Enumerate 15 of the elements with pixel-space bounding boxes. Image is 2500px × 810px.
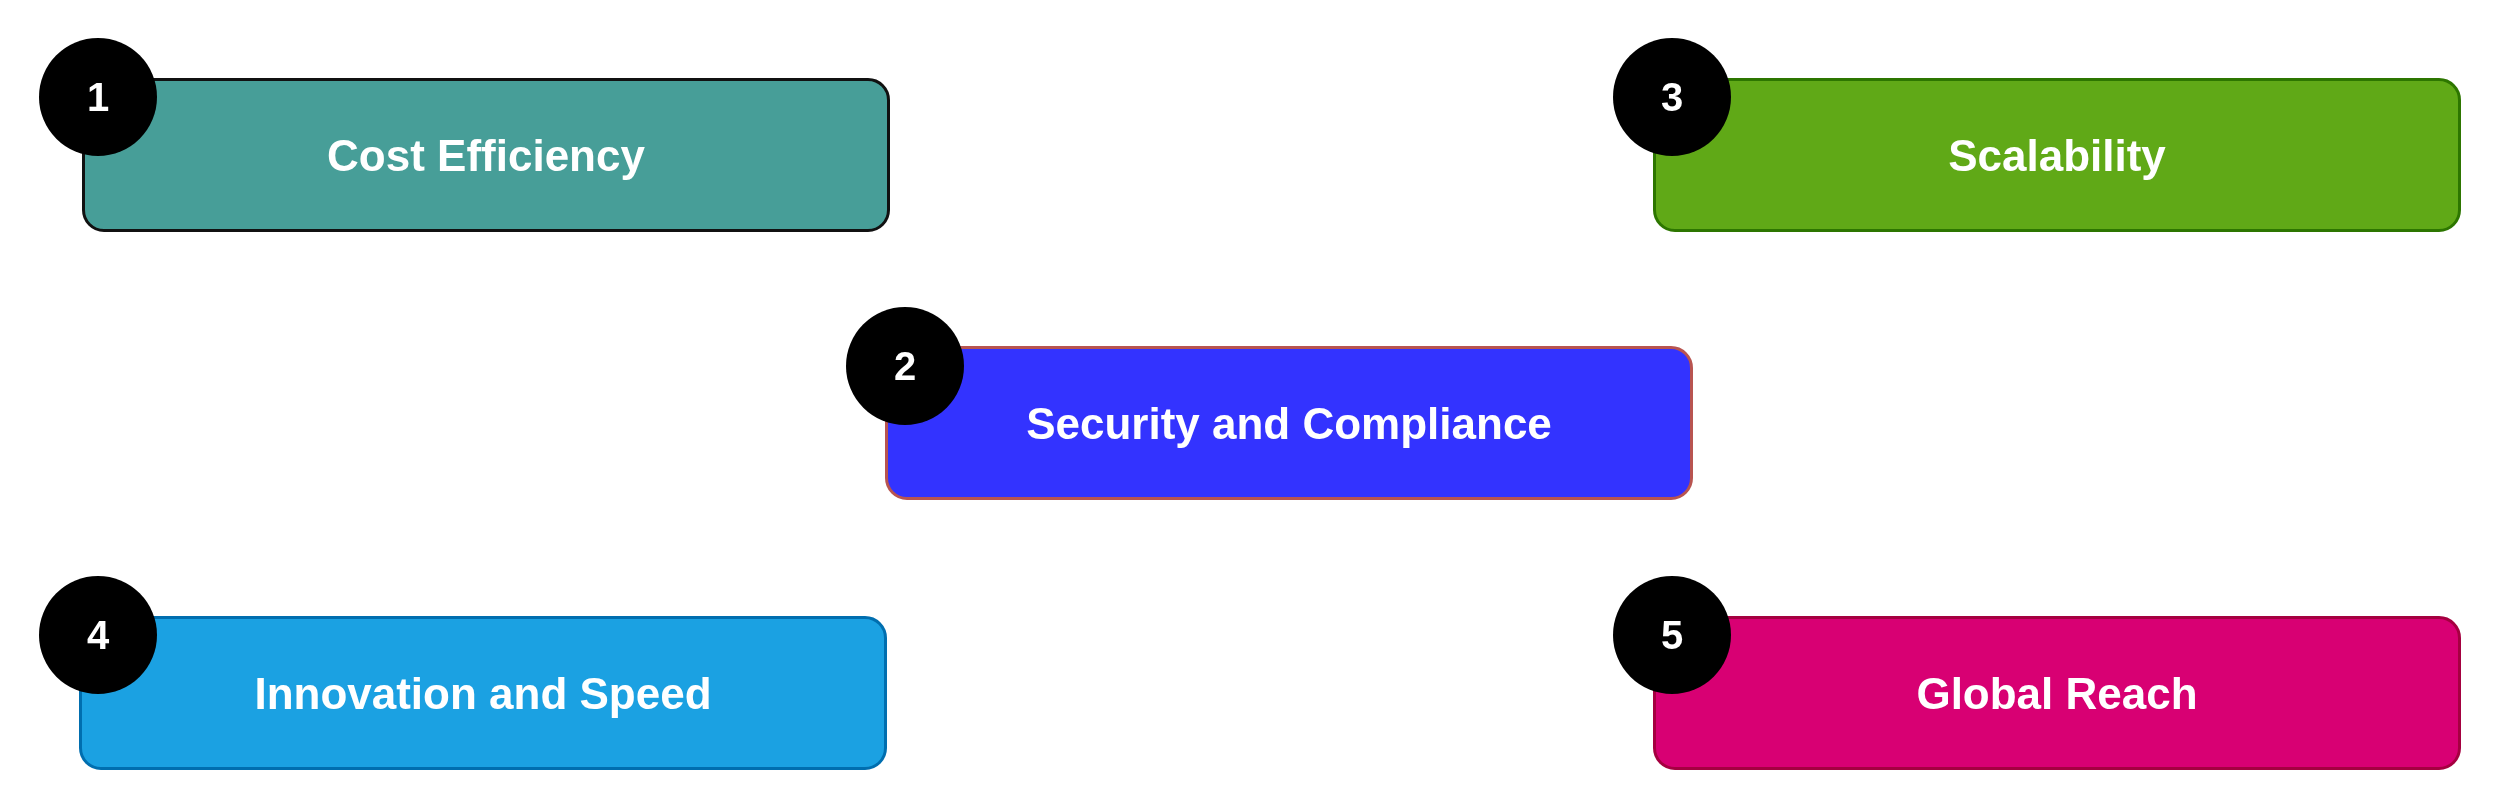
- step-number: 2: [893, 346, 917, 386]
- step-number: 4: [86, 615, 110, 655]
- feature-card: [79, 616, 887, 770]
- step-number: 5: [1660, 615, 1684, 655]
- feature-card: [1653, 78, 2461, 232]
- card-title: Innovation and Speed: [254, 667, 712, 720]
- card-title: Global Reach: [1916, 667, 2198, 720]
- feature-card: [885, 346, 1693, 500]
- feature-card: [1653, 616, 2461, 770]
- step-number: 1: [86, 77, 110, 117]
- card-title: Scalability: [1948, 129, 2166, 182]
- feature-card: [82, 78, 890, 232]
- card-title: Security and Compliance: [1026, 397, 1552, 450]
- card-title: Cost Efficiency: [327, 129, 645, 182]
- step-number: 3: [1660, 77, 1684, 117]
